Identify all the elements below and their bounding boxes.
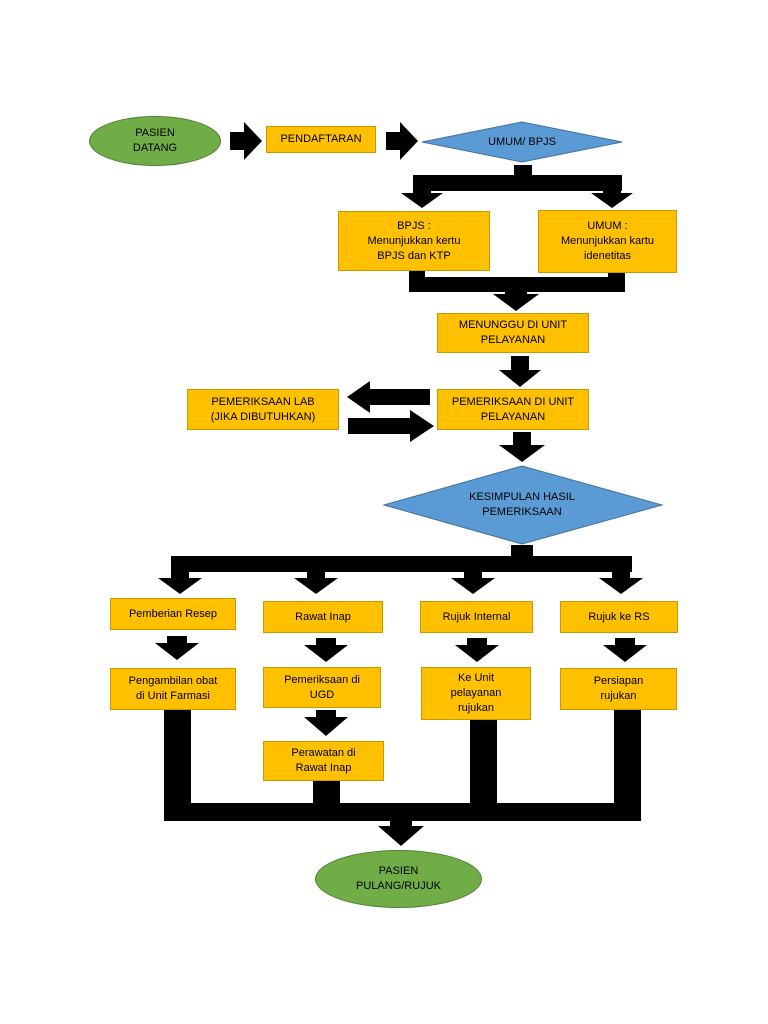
arrow-to-umum	[591, 190, 633, 208]
node-pemeriksaan-lab: PEMERIKSAAN LAB (JIKA DIBUTUHKAN)	[187, 389, 339, 430]
arrow-to-perawatan	[304, 710, 348, 736]
arrow-to-umum-bpjs	[386, 122, 418, 160]
split-bar	[413, 175, 622, 191]
branch-stem	[511, 545, 533, 559]
arrow-to-rujuk-internal	[451, 570, 495, 594]
node-pemberian-resep: Pemberian Resep	[110, 598, 236, 630]
decision-kesimpulan: KESIMPULAN HASIL PEMERIKSAAN	[469, 491, 575, 518]
connectors	[155, 122, 647, 846]
return-rs	[614, 709, 641, 821]
node-pemeriksaan-ugd: Pemeriksaan di UGD	[263, 667, 381, 708]
node-rawat-inap: Rawat Inap	[263, 601, 383, 633]
merge-bar	[409, 277, 625, 292]
node-rujuk-internal: Rujuk Internal	[420, 601, 533, 633]
arrow-to-rujuk-rs	[599, 570, 643, 594]
node-pendaftaran: PENDAFTARAN	[266, 126, 376, 153]
node-pasien-pulang: PASIEN PULANG/RUJUK	[315, 850, 482, 908]
decision-umum-bpjs-shape	[421, 121, 623, 163]
arrow-from-lab	[348, 410, 434, 442]
arrow-to-pendaftaran	[230, 122, 262, 160]
return-bar	[164, 803, 641, 821]
branch-bar	[171, 556, 632, 572]
arrow-to-bpjs	[401, 190, 443, 208]
arrow-to-rawat-inap	[294, 570, 338, 594]
node-pasien-datang: PASIEN DATANG	[89, 116, 221, 166]
arrow-to-menunggu	[493, 290, 539, 311]
arrow-to-ke-unit	[455, 638, 499, 662]
arrow-to-kesimpulan	[499, 432, 545, 462]
arrow-to-pasien-pulang	[378, 819, 424, 846]
node-bpjs: BPJS : Menunjukkan kertu BPJS dan KTP	[338, 211, 490, 271]
node-persiapan: Persiapan rujukan	[560, 668, 677, 710]
node-umum: UMUM : Menunjukkan kartu idenetitas	[538, 210, 677, 273]
arrow-to-persiapan	[603, 638, 647, 662]
node-rujuk-rs: Rujuk ke RS	[560, 601, 678, 633]
node-pemeriksaan-unit: PEMERIKSAAN DI UNIT PELAYANAN	[437, 389, 589, 430]
node-perawatan: Perawatan di Rawat Inap	[263, 741, 384, 781]
split-stem	[514, 165, 532, 177]
arrow-to-lab	[347, 381, 430, 413]
arrow-to-pemberian-resep	[158, 570, 202, 594]
arrow-to-pengambilan-obat	[155, 636, 199, 660]
node-menunggu: MENUNGGU DI UNIT PELAYANAN	[437, 313, 589, 353]
decision-umum-bpjs: UMUM/ BPJS	[488, 135, 556, 148]
arrow-to-pemeriksaan-ugd	[304, 638, 348, 662]
return-left	[164, 709, 191, 821]
node-ke-unit: Ke Unit pelayanan rujukan	[421, 667, 531, 720]
node-pengambilan-obat: Pengambilan obat di Unit Farmasi	[110, 668, 236, 710]
decision-kesimpulan-shape	[382, 465, 664, 545]
arrow-to-pemeriksaan-unit	[499, 356, 541, 387]
